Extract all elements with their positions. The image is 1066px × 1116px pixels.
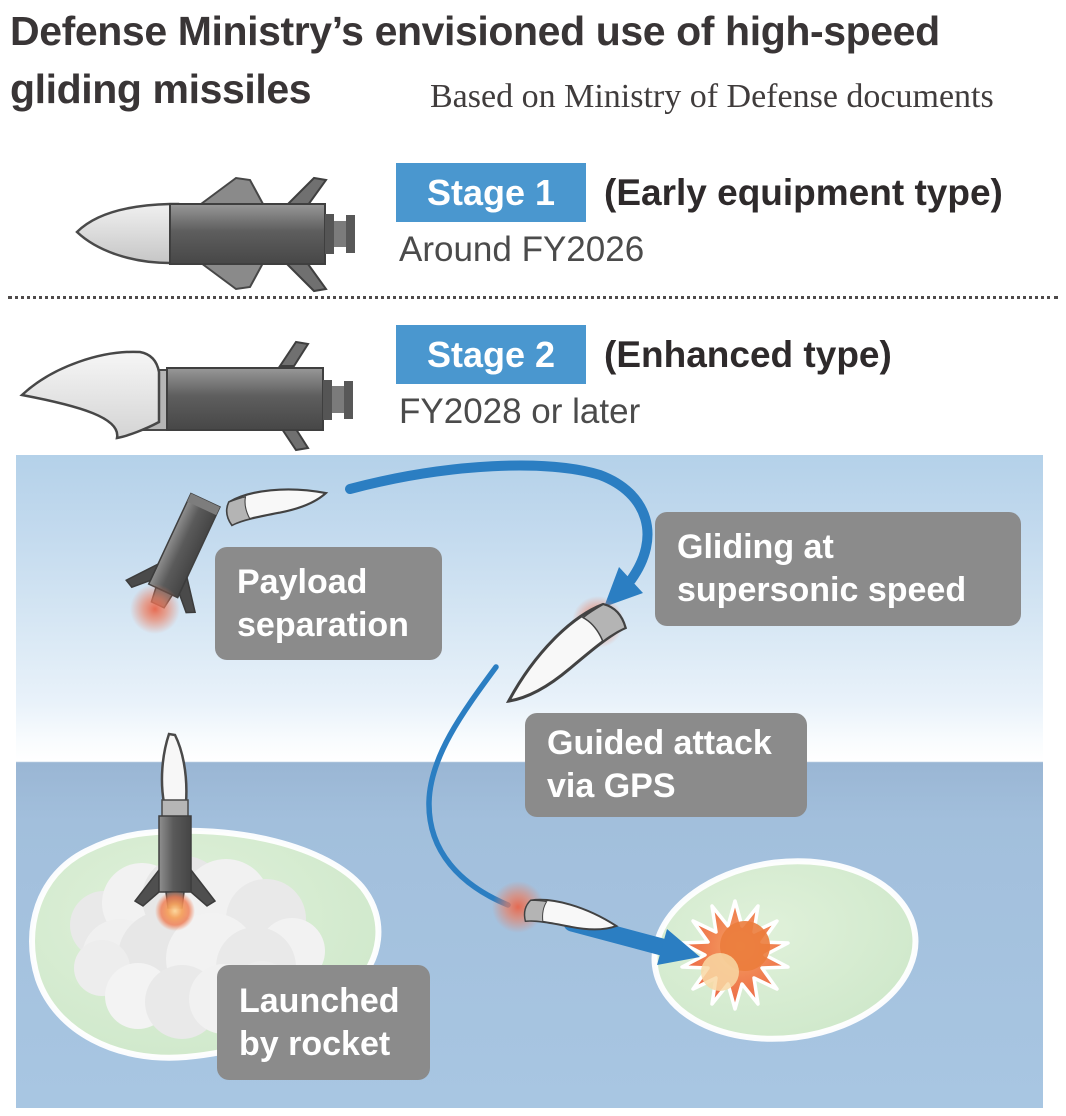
gliding-missile-icon	[493, 595, 630, 714]
stage1-badge: Stage 1	[396, 163, 586, 222]
stage2-booster-body	[166, 367, 324, 431]
rocket-glider-nose	[160, 732, 188, 805]
stage1-type-label: (Early equipment type)	[604, 172, 1003, 213]
stage1-fin-upper	[284, 176, 328, 206]
stage2-fin-upper	[278, 340, 310, 367]
page-title-line2: gliding missiles	[10, 66, 312, 112]
launched-by-rocket-label: Launched by rocket	[217, 965, 430, 1080]
stage1-nose-cone	[75, 202, 180, 265]
separated-glider-icon	[222, 476, 330, 527]
stage1-canard-lower	[197, 262, 265, 291]
source-note: Based on Ministry of Defense documents	[430, 78, 994, 115]
stage1-booster-body	[169, 203, 326, 265]
stage2-timeline: FY2028 or later	[399, 392, 641, 431]
stage1-fin-lower	[284, 263, 328, 293]
trajectory-illustration: Payload separation Gliding at supersonic…	[16, 455, 1043, 1108]
dotted-divider	[8, 296, 1058, 299]
gliding-supersonic-label: Gliding at supersonic speed	[655, 512, 1021, 626]
stage1-canard-upper	[197, 176, 265, 205]
payload-separation-label: Payload separation	[215, 547, 442, 660]
rocket-flame-glow	[155, 891, 195, 931]
explosion-icon	[680, 899, 790, 1011]
stage1-timeline: Around FY2026	[399, 230, 645, 269]
guided-attack-gps-label: Guided attack via GPS	[525, 713, 807, 817]
launch-rocket-icon	[133, 732, 217, 909]
trajectory-arrowhead-1	[604, 567, 643, 607]
booster-exhaust-glow	[130, 584, 180, 634]
page-title-line1: Defense Ministry’s envisioned use of hig…	[10, 8, 940, 54]
trajectory-arc-2	[426, 664, 511, 908]
trajectory-arc-1	[345, 460, 653, 585]
stage1-nozzle	[325, 214, 355, 254]
smoke-cloud-icon	[70, 856, 325, 1039]
stage2-missile-icon	[19, 340, 353, 452]
attack-arrowhead	[657, 929, 700, 965]
stage2-badge: Stage 2	[396, 325, 586, 384]
stage1-missile-icon	[75, 176, 355, 293]
scene-artwork	[29, 460, 919, 1061]
stage2-nozzle	[323, 380, 353, 420]
stage2-type-label: (Enhanced type)	[604, 334, 892, 375]
stage2-glider-nose	[19, 350, 161, 440]
